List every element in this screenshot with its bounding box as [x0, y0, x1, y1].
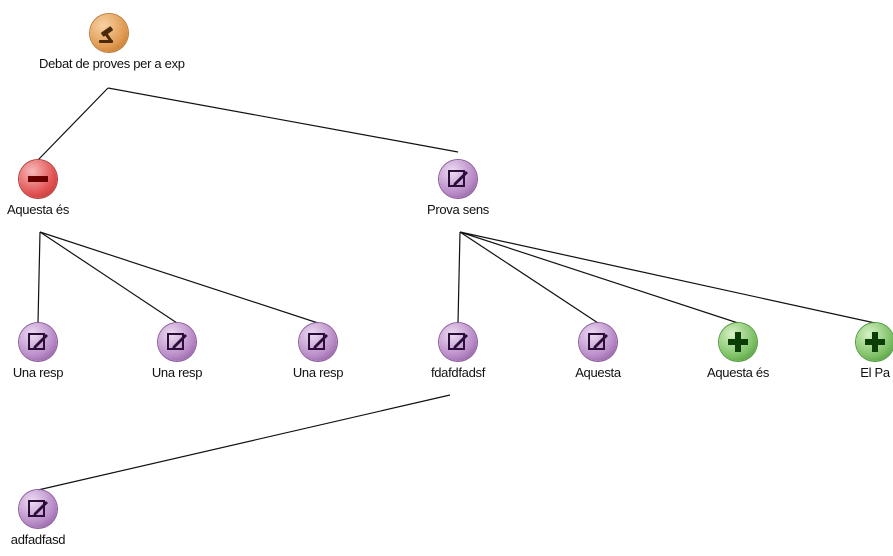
edge-n2-n2d	[459, 231, 876, 324]
edge-n2-n2c	[459, 231, 739, 324]
node-fdafdfadsf[interactable]: fdafdfadsf	[388, 323, 528, 380]
node-aquesta[interactable]: Aquesta	[528, 323, 668, 380]
node-una-resp-3[interactable]: Una resp	[248, 323, 388, 380]
node-aquesta-es[interactable]: Aquesta és	[0, 160, 108, 217]
node-root[interactable]: Debat de proves per a exp	[39, 14, 185, 71]
edge-n1-n1a	[37, 231, 41, 324]
node-label: Una resp	[12, 365, 64, 380]
node-label: Una resp	[292, 365, 344, 380]
node-label: fdafdfadsf	[430, 365, 486, 380]
edit-icon	[19, 323, 57, 361]
node-label: Aquesta és	[706, 365, 770, 380]
minus-icon	[19, 160, 57, 198]
edge-n1-n1b	[39, 231, 178, 324]
node-una-resp-1[interactable]: Una resp	[0, 323, 108, 380]
edge-n1-n1c	[39, 231, 319, 324]
node-label: Aquesta és	[6, 202, 70, 217]
edit-icon	[299, 323, 337, 361]
edge-root-n1	[37, 87, 109, 161]
node-label: Una resp	[151, 365, 203, 380]
edit-icon	[19, 490, 57, 528]
edge-n2-n2b	[459, 231, 599, 324]
edit-icon	[158, 323, 196, 361]
plus-icon	[856, 323, 893, 361]
node-el-pa[interactable]: El Pa	[805, 323, 893, 380]
node-label: Aquesta	[575, 365, 621, 380]
edge-root-n2	[107, 87, 459, 153]
node-label: El Pa	[860, 365, 890, 380]
node-label: Debat de proves per a exp	[39, 56, 185, 71]
edit-icon	[439, 160, 477, 198]
node-adfadfasd[interactable]: adfadfasd	[0, 490, 108, 547]
node-label: adfadfasd	[10, 532, 66, 547]
gavel-icon	[90, 14, 128, 52]
node-prova-sens[interactable]: Prova sens	[388, 160, 528, 217]
node-label: Prova sens	[426, 202, 490, 217]
edit-icon	[439, 323, 477, 361]
node-aquesta-es-pro[interactable]: Aquesta és	[668, 323, 808, 380]
edit-icon	[579, 323, 617, 361]
edge-n2-n2a	[457, 231, 461, 324]
node-una-resp-2[interactable]: Una resp	[107, 323, 247, 380]
plus-icon	[719, 323, 757, 361]
edge-n2a-n3	[37, 394, 451, 491]
